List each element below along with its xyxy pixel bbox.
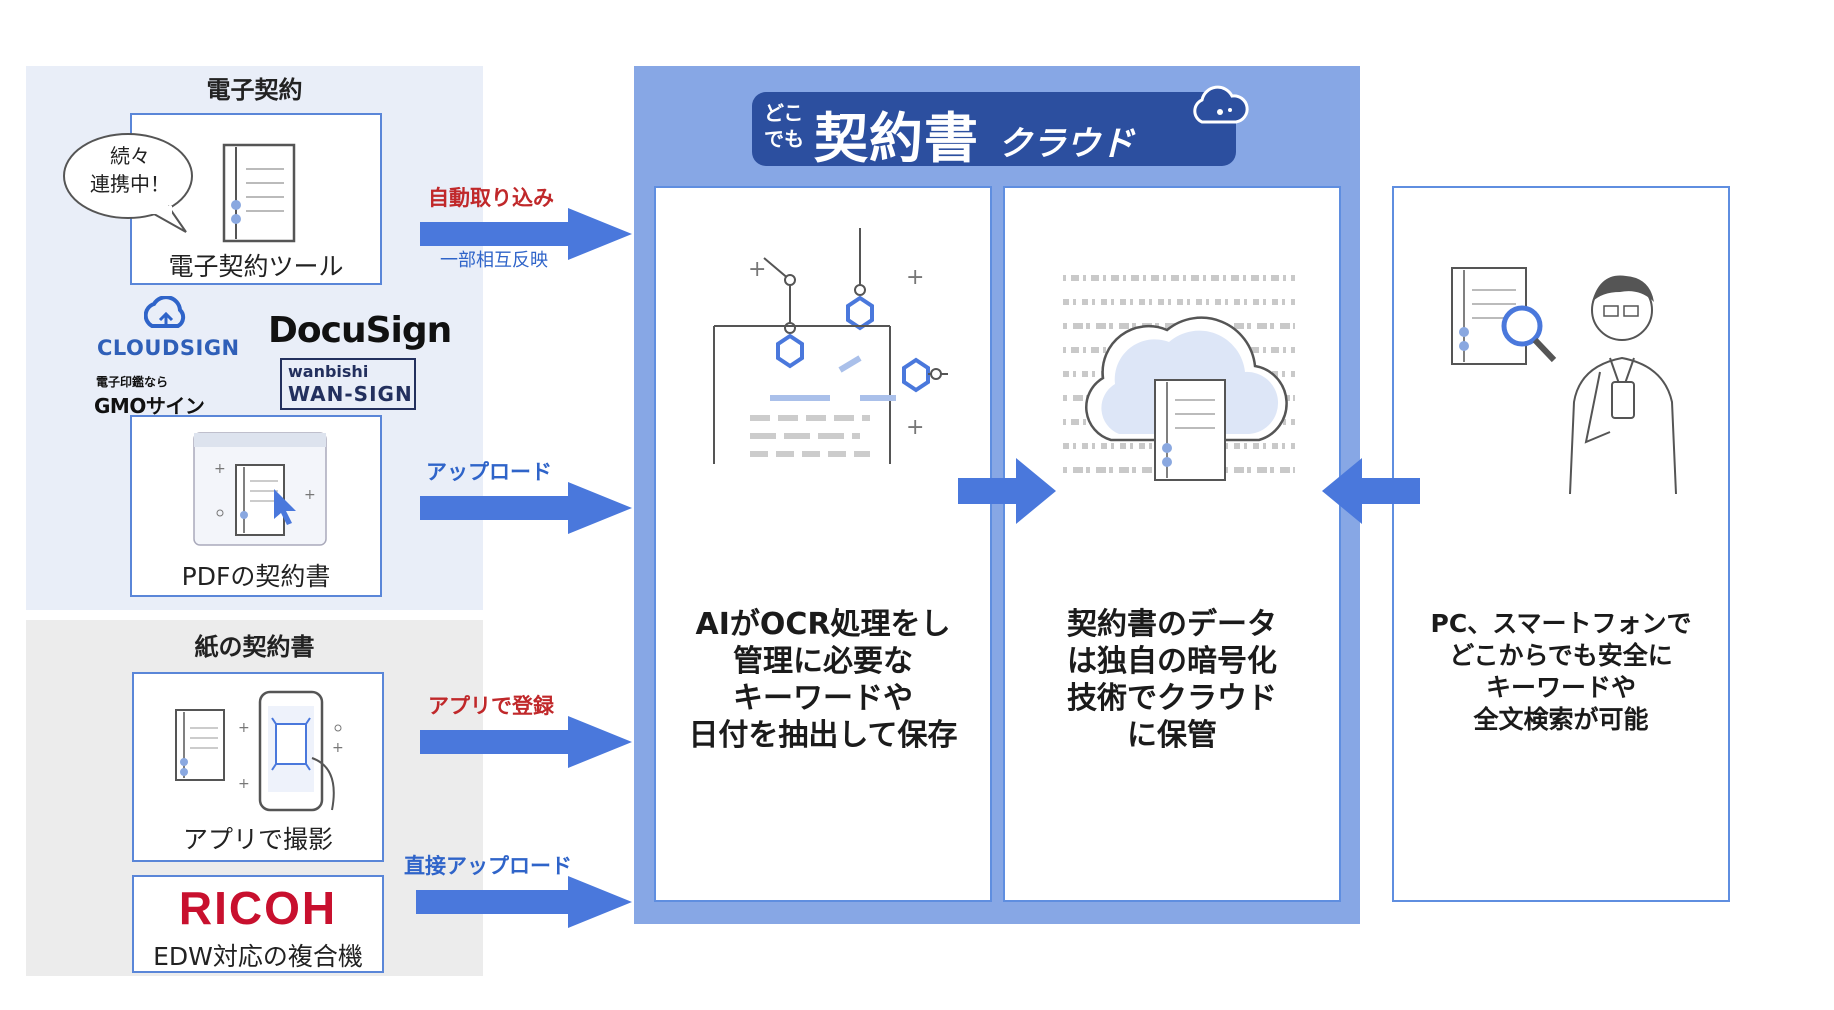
ai-ocr-line: 日付を抽出して保存 (688, 718, 958, 753)
cloud-storage-line: 契約書のデータ (1067, 607, 1277, 642)
ai-ocr-line: AIがOCR処理をし (695, 607, 951, 642)
cloud-storage-line: は独自の暗号化 (1067, 644, 1277, 679)
arrow-label-direct-upload: 直接アップロード (404, 854, 572, 878)
svg-text:+: + (238, 720, 250, 736)
svg-text:+: + (332, 740, 344, 756)
product-logo-main: 契約書 (814, 107, 979, 170)
arrow-auto-import-icon (420, 208, 632, 260)
cloud-storage-description: 契約書のデータ は独自の暗号化 技術でクラウド に保管 (1005, 606, 1339, 754)
wansign-label: WAN-SIGN (288, 382, 413, 406)
edw-mfp-card[interactable]: RICOH EDW対応の複合機 (132, 875, 384, 973)
search-anywhere-column: PC、スマートフォンで どこからでも安全に キーワードや 全文検索が可能 (1392, 186, 1730, 902)
cloudsign-logo-icon (144, 296, 186, 328)
arrow-label-upload: アップロード (426, 460, 552, 484)
product-logo-small: どこ でも (764, 100, 804, 152)
cloud-storage-line: に保管 (1127, 718, 1217, 753)
cloud-storage-line: 技術でクラウド (1067, 681, 1277, 716)
arrow-label-partial-sync: 一部相互反映 (440, 250, 548, 271)
product-cloud-icon (1193, 85, 1249, 124)
ai-ocr-description: AIがOCR処理をし 管理に必要な キーワードや 日付を抽出して保存 (656, 606, 990, 754)
speech-bubble-line: 続々 (110, 144, 150, 168)
wansign-logo: wanbishi WAN-SIGN (280, 358, 416, 410)
pdf-contract-label: PDFの契約書 (181, 562, 331, 591)
ai-ocr-robot-arm-icon: + + + (713, 228, 948, 464)
product-logo-sub: クラウド (998, 124, 1134, 164)
svg-text:+: + (304, 487, 316, 503)
gmo-logo-tagline: 電子印鑑なら (96, 375, 169, 389)
ricoh-logo: RICOH (178, 882, 338, 934)
speech-bubble-icon (63, 133, 193, 233)
product-logo-small-line: どこ (764, 101, 804, 125)
arrow-search-to-cloud-icon (1322, 458, 1420, 524)
svg-text:+: + (906, 415, 924, 440)
pdf-contract-card[interactable]: + + PDFの契約書 (130, 415, 382, 597)
app-capture-label: アプリで撮影 (182, 825, 333, 854)
product-logo-small-line: でも (764, 127, 804, 151)
cloud-storage-column: 契約書のデータ は独自の暗号化 技術でクラウド に保管 (1003, 186, 1341, 902)
smartphone-scan-icon: + + + (175, 690, 344, 812)
speech-bubble-line: 連携中！ (90, 172, 170, 196)
econtract-title: 電子契約 (206, 76, 303, 104)
ai-ocr-line: キーワードや (733, 681, 913, 716)
edw-mfp-label: EDW対応の複合機 (153, 942, 363, 971)
search-anywhere-line: どこからでも安全に (1449, 641, 1673, 670)
gmo-sign-logo: GMOサイン (94, 394, 205, 418)
businessman-search-icon (1451, 267, 1677, 495)
ai-ocr-line: 管理に必要な (733, 644, 913, 679)
arrow-label-app-register: アプリで登録 (428, 694, 554, 718)
product-logo: どこ でも 契約書 クラウド (752, 92, 1236, 170)
pdf-upload-illustration-icon: + + (193, 432, 327, 546)
speech-bubble-text: 続々 連携中！ (70, 142, 190, 198)
svg-text:+: + (238, 776, 250, 792)
svg-text:+: + (748, 257, 766, 282)
arrow-label-auto-import: 自動取り込み (428, 186, 554, 210)
search-anywhere-line: 全文検索が可能 (1473, 705, 1649, 734)
svg-text:+: + (214, 461, 226, 477)
search-anywhere-line: キーワードや (1485, 673, 1636, 702)
contract-document-icon (222, 143, 296, 243)
cloudsign-logo: CLOUDSIGN (97, 336, 240, 360)
paper-contract-title: 紙の契約書 (194, 633, 315, 661)
svg-text:+: + (906, 265, 924, 290)
arrow-direct-upload-icon (416, 876, 632, 928)
arrow-upload-icon (420, 482, 632, 534)
ai-ocr-column: + + + AIがOCR処理をし 管理に必要な キーワードや 日付を抽出して保存 (654, 186, 992, 902)
search-anywhere-line: PC、スマートフォンで (1430, 609, 1692, 638)
encrypted-cloud-icon (1063, 275, 1295, 481)
wanbishi-label: wanbishi (288, 362, 369, 381)
econtract-tool-label: 電子契約ツール (168, 252, 344, 281)
search-anywhere-description: PC、スマートフォンで どこからでも安全に キーワードや 全文検索が可能 (1394, 608, 1728, 736)
app-capture-card[interactable]: + + + アプリで撮影 (132, 672, 384, 862)
arrow-ocr-to-cloud-icon (958, 458, 1056, 524)
docusign-logo: DocuSign (268, 310, 452, 351)
econtract-tool-card[interactable]: 電子契約ツール (130, 113, 382, 285)
arrow-app-register-icon (420, 716, 632, 768)
